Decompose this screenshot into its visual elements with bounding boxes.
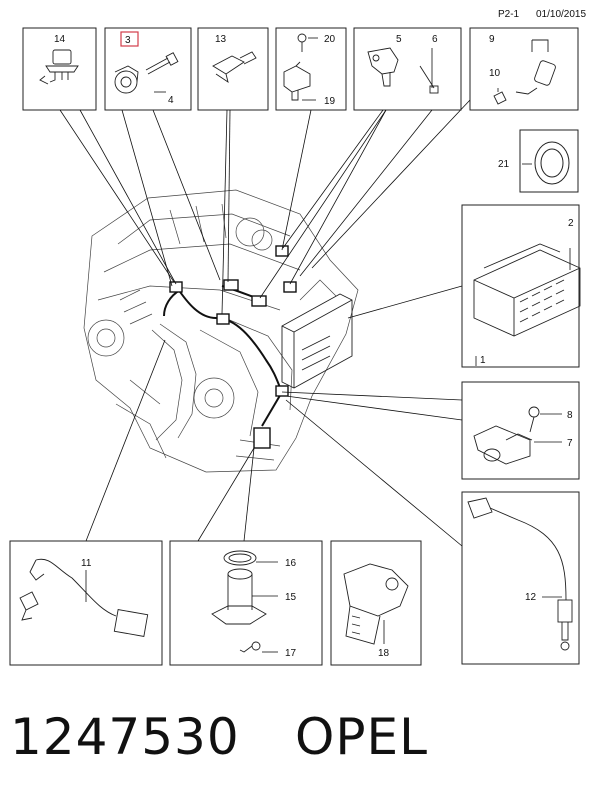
sensor-part-10 xyxy=(493,60,556,105)
detail-box-1-2[interactable] xyxy=(461,204,581,368)
detail-box-19-20[interactable] xyxy=(275,27,347,111)
detail-box-7-8[interactable] xyxy=(461,381,580,480)
callout-6[interactable]: 6 xyxy=(432,34,438,45)
callout-17[interactable]: 17 xyxy=(285,648,297,659)
sensor-part-7 xyxy=(473,425,533,465)
page-date: 01/10/2015 xyxy=(536,9,587,20)
callout-10[interactable]: 10 xyxy=(489,68,501,79)
callout-2[interactable]: 2 xyxy=(568,218,574,229)
detail-box-13[interactable] xyxy=(197,27,269,111)
detail-box-21[interactable] xyxy=(519,129,579,193)
callout-1[interactable]: 1 xyxy=(480,355,486,366)
sensor-part-15 xyxy=(211,568,267,625)
detail-box-15-17[interactable] xyxy=(169,540,323,666)
callout-19[interactable]: 19 xyxy=(324,96,336,107)
brand-name: OPEL xyxy=(295,708,428,766)
page-code: P2-1 xyxy=(498,9,520,20)
detail-box-5-6[interactable] xyxy=(353,27,462,111)
sensor-part-19 xyxy=(283,61,311,101)
callout-4[interactable]: 4 xyxy=(168,95,174,106)
detail-box-3-4[interactable] xyxy=(104,27,192,111)
parts-diagram: 14 3 4 13 20 19 5 6 9 10 21 2 1 8 7 12 1… xyxy=(9,27,581,666)
detail-box-9-10[interactable] xyxy=(469,27,579,111)
callout-11[interactable]: 11 xyxy=(81,558,92,569)
seal-part-16 xyxy=(223,550,257,566)
sensor-part-5 xyxy=(367,47,399,87)
callout-7[interactable]: 7 xyxy=(567,438,573,449)
callout-16[interactable]: 16 xyxy=(285,558,297,569)
callout-9[interactable]: 9 xyxy=(489,34,495,45)
bolt-part-4 xyxy=(145,52,179,75)
bolt-part-6 xyxy=(419,65,439,94)
callout-5[interactable]: 5 xyxy=(396,34,402,45)
callout-3[interactable]: 3 xyxy=(125,35,131,46)
callout-18[interactable]: 18 xyxy=(378,648,390,659)
callout-ticks xyxy=(85,37,571,653)
sensor-part-3 xyxy=(114,65,139,94)
detail-box-18[interactable] xyxy=(330,540,422,666)
callout-8[interactable]: 8 xyxy=(567,410,573,421)
callout-3-highlight xyxy=(120,31,139,47)
callout-15[interactable]: 15 xyxy=(285,592,297,603)
part-number: 1247530 xyxy=(10,708,240,766)
connector-part-18 xyxy=(343,563,409,645)
callout-21[interactable]: 21 xyxy=(498,159,510,170)
bolt-part-8 xyxy=(528,406,540,433)
wiring-harness xyxy=(163,285,283,427)
oxygen-sensor-part-11 xyxy=(19,558,149,637)
seal-ring-part-21 xyxy=(534,141,570,185)
control-module-part-1-2 xyxy=(473,243,581,337)
callout-labels: 14 3 4 13 20 19 5 6 9 10 21 2 1 8 7 12 1… xyxy=(54,34,574,659)
callout-13[interactable]: 13 xyxy=(215,34,227,45)
detail-box-12[interactable] xyxy=(461,491,580,665)
sensor-part-13 xyxy=(212,51,257,84)
detail-box-14[interactable] xyxy=(22,27,97,111)
callout-12[interactable]: 12 xyxy=(525,592,537,603)
leader-lines xyxy=(59,99,471,547)
engine-assembly xyxy=(83,189,359,473)
screw-part-17 xyxy=(239,641,261,653)
clip-part-9 xyxy=(531,39,549,52)
sensor-part-14 xyxy=(39,49,79,85)
screw-part-20 xyxy=(297,33,307,52)
engine-sensor-markers xyxy=(169,245,297,449)
callout-14[interactable]: 14 xyxy=(54,34,66,45)
oxygen-sensor-part-12 xyxy=(467,497,573,651)
engine-ecu xyxy=(281,293,353,389)
callout-20[interactable]: 20 xyxy=(324,34,336,45)
